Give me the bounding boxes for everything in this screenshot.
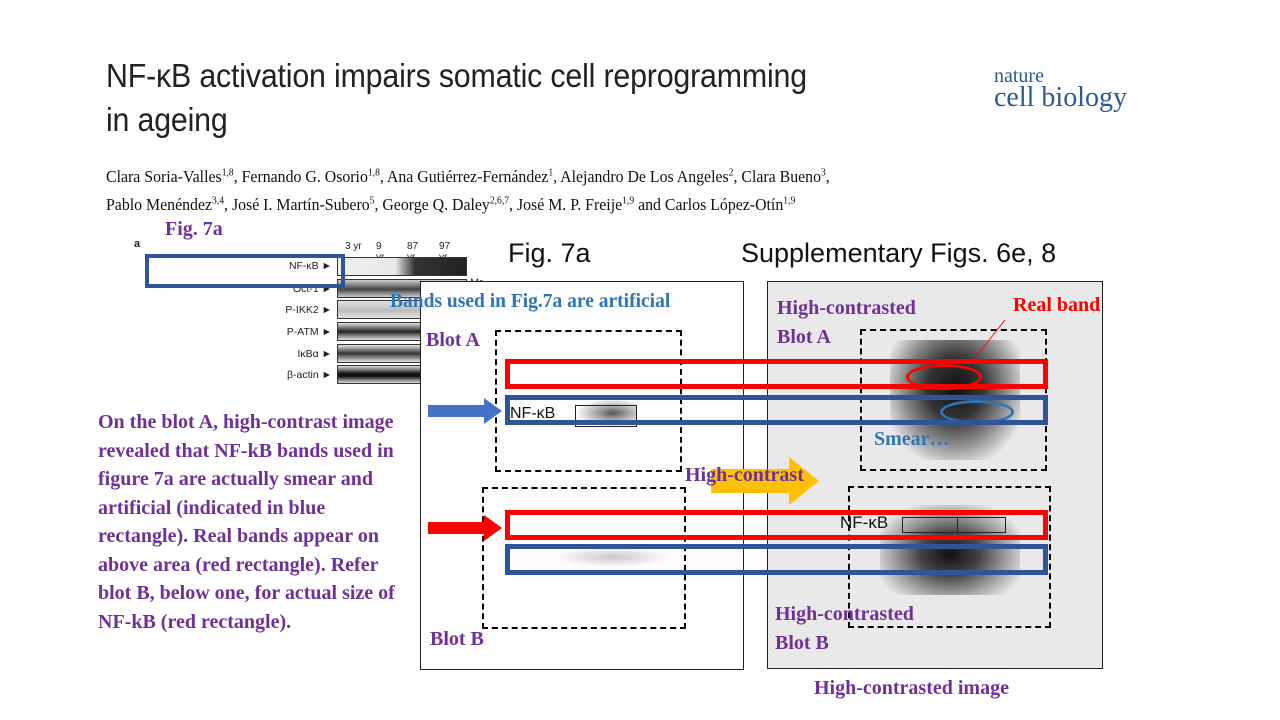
blot-a-nfkb-label: NF-κB — [510, 405, 556, 422]
blue-arrow-shape — [428, 398, 502, 424]
pointer-line — [971, 319, 1006, 363]
author: Clara Bueno3, — [741, 167, 829, 186]
author-separator: , — [233, 166, 242, 186]
red-arrow-icon — [428, 515, 502, 541]
blot-a-label: Blot A — [426, 329, 480, 351]
author-affiliation: 2 — [728, 167, 734, 178]
lower-band-rect-blot-b — [505, 544, 1048, 575]
left-figure-caption: Fig. 7a — [165, 218, 223, 240]
author: Ana Gutiérrez-Fernández1, — [387, 167, 560, 186]
author-affiliation: 1,9 — [622, 195, 635, 207]
paper-title-line-2: in ageing — [106, 101, 228, 138]
author-separator: , — [733, 166, 742, 186]
journal-logo-line-2: cell biology — [994, 82, 1127, 113]
author: Alejandro De Los Angeles2, — [560, 167, 741, 186]
journal-logo-line-1: nature — [994, 65, 1044, 87]
author-name: Ana Gutiérrez-Fernández — [386, 166, 549, 186]
author-separator: and — [634, 195, 665, 214]
row-label-beta-actin: β-actin ► — [286, 369, 332, 381]
author: Fernando G. Osorio1,8, — [242, 167, 387, 186]
high-contrast-blot-a-label-line-1: High-contrasted — [777, 297, 916, 319]
red-arrow-shape — [428, 515, 502, 541]
author-affiliation: 3,4 — [212, 195, 225, 207]
author: Clara Soria-Valles1,8, — [106, 167, 242, 186]
real-band-label: Real band — [1013, 294, 1101, 316]
right-panel-heading: Supplementary Figs. 6e, 8 — [741, 238, 1057, 268]
journal-logo: nature cell biology — [994, 66, 1127, 112]
high-contrasted-image-caption: High-contrasted image — [814, 677, 1009, 699]
middle-blot-panel — [420, 281, 744, 670]
high-contrast-blot-b-bands — [880, 505, 1020, 595]
author-name: George Q. Daley — [382, 195, 490, 214]
row-label-nfkb: NF-κB ► — [288, 260, 332, 272]
author-name: Clara Soria-Valles — [106, 166, 222, 186]
author-affiliation: 3 — [821, 167, 826, 178]
author: Pablo Menéndez3,4, — [106, 195, 232, 214]
orange-arrow-shape — [711, 457, 819, 505]
author: George Q. Daley2,6,7, — [382, 195, 517, 214]
author-name: Alejandro De Los Angeles — [560, 166, 729, 186]
author-list: Clara Soria-Valles1,8, Fernando G. Osori… — [106, 160, 830, 217]
high-contrast-crop-box — [902, 517, 1006, 533]
author-name: José M. P. Freije — [516, 195, 623, 214]
author-separator: , — [224, 195, 232, 214]
author-separator: , — [825, 166, 830, 186]
paper-title-line-1: NF-κB activation impairs somatic cell re… — [106, 57, 807, 94]
middle-panel-heading: Fig. 7a — [508, 238, 591, 268]
crop-box-divider — [957, 517, 958, 531]
high-contrast-blot-b-label-line-2: Blot B — [775, 632, 829, 654]
author-affiliation: 2,6,7 — [489, 195, 510, 207]
blot-a-crop-box — [575, 405, 637, 427]
blot-b-region — [482, 487, 686, 629]
author-name: José I. Martín-Subero — [231, 195, 370, 214]
author-line: Pablo Menéndez3,4, José I. Martín-Subero… — [106, 189, 830, 218]
nfkb-band-strip — [337, 257, 467, 276]
author-affiliation: 5 — [369, 195, 375, 207]
author: Carlos López-Otín1,9 — [665, 195, 795, 214]
real-band-pointer — [971, 319, 1006, 363]
author-separator: , — [553, 166, 561, 186]
nfkb-row-highlight — [145, 254, 345, 288]
author-affiliation: 1,8 — [221, 167, 234, 178]
author-affiliation: 1 — [548, 167, 554, 178]
real-band-rect-blot-a — [505, 359, 1048, 389]
blot-a-region — [495, 330, 682, 472]
artificial-bands-note: Bands used in Fig.7a are artificial — [390, 291, 671, 312]
author: José M. P. Freije1,9 and — [517, 195, 665, 214]
author-name: Pablo Menéndez — [106, 195, 213, 214]
row-label-p-atm: P-ATM ► — [286, 326, 332, 338]
high-contrast-blot-a-label-line-2: Blot A — [777, 326, 831, 348]
high-contrast-blot-b-label: High-contrasted Blot B — [775, 600, 914, 658]
smear-label: Smear… — [874, 428, 950, 450]
high-contrast-blot-b-region — [848, 486, 1051, 628]
author-name: Carlos López-Otín — [664, 195, 784, 214]
paper-title: NF-κB activation impairs somatic cell re… — [106, 54, 807, 142]
row-label-p-ikk2: P-IKK2 ► — [285, 304, 332, 316]
author-separator: , — [379, 166, 387, 186]
author-separator: , — [374, 195, 383, 214]
high-contrast-nfkb-label: NF-κB — [840, 513, 889, 532]
real-band-rect-blot-b — [505, 510, 1048, 540]
author-affiliation: 1,8 — [367, 167, 380, 178]
high-contrast-blot-a-label: High-contrasted Blot A — [777, 294, 916, 352]
blot-b-band — [555, 547, 670, 567]
lane-label: 3 yr — [345, 241, 362, 252]
high-contrast-arrow-icon — [711, 457, 819, 505]
high-contrast-blot-b-label-line-1: High-contrasted — [775, 603, 914, 625]
artificial-band-rect-blot-a — [505, 395, 1048, 425]
blue-arrow-icon — [428, 398, 502, 424]
author-name: Clara Bueno — [741, 166, 822, 186]
blot-b-label: Blot B — [430, 628, 484, 650]
author-separator: , — [509, 195, 517, 214]
author-line: Clara Soria-Valles1,8, Fernando G. Osori… — [106, 160, 830, 189]
high-contrast-arrow-label: High-contrast — [685, 464, 804, 486]
author: José I. Martín-Subero5, — [232, 195, 382, 214]
author-name: Fernando G. Osorio — [241, 166, 368, 186]
panel-letter: a — [134, 238, 141, 250]
description-text: On the blot A, high-contrast image revea… — [98, 411, 395, 633]
row-label-ikba: IκBα ► — [297, 348, 332, 360]
author-affiliation: 1,9 — [783, 195, 796, 207]
